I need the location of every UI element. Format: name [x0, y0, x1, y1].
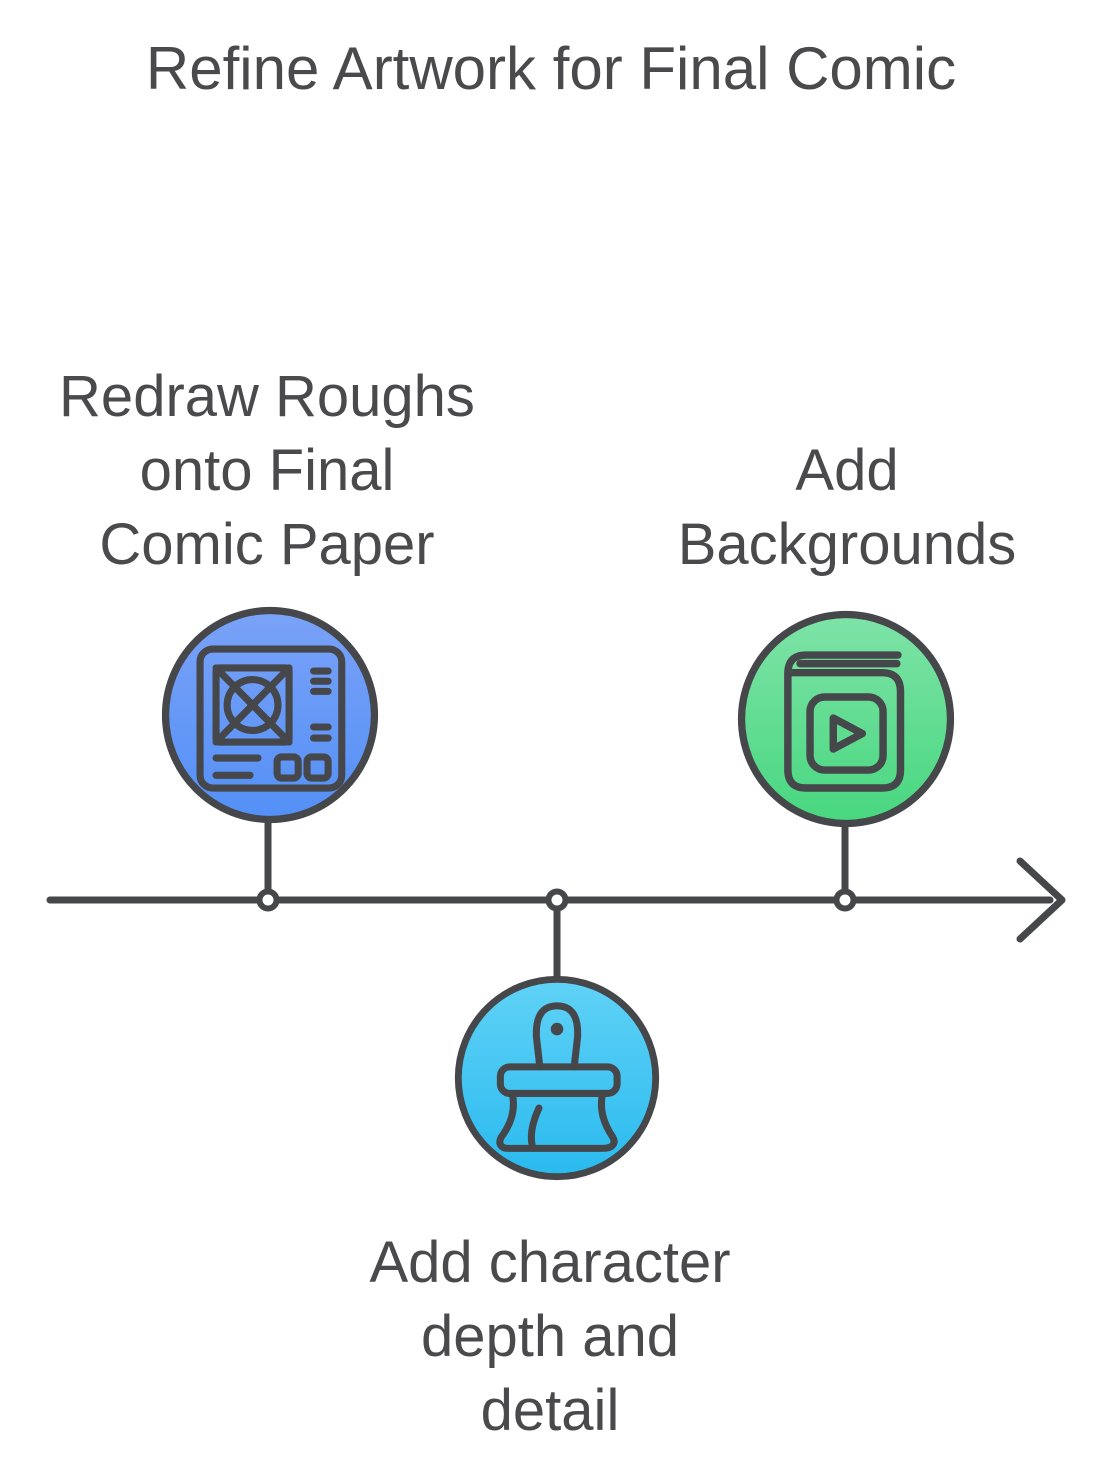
step2-label-line2: depth and: [420, 1304, 680, 1369]
step2-circle: [454, 975, 660, 1181]
step1-label-line1: Redraw Roughs: [59, 364, 475, 429]
step3-node: [833, 888, 857, 912]
step3-label-line2: Backgrounds: [677, 512, 1017, 577]
step3-circle: [737, 610, 955, 828]
book-video-icon: [784, 651, 905, 792]
step3-label: Add Backgrounds: [627, 434, 1067, 582]
step2-node: [545, 888, 569, 912]
paint-brush-icon: [496, 1002, 621, 1152]
step1-node: [256, 888, 280, 912]
comic-page-icon: [196, 645, 346, 792]
step2-label: Add character depth and detail: [310, 1226, 790, 1448]
step1-label-line3: Comic Paper: [99, 512, 435, 577]
step3-label-line1: Add: [795, 438, 899, 503]
arrow-right-icon: [1016, 857, 1066, 943]
step2-label-line1: Add character: [369, 1230, 731, 1295]
page-title: Refine Artwork for Final Comic: [145, 35, 957, 102]
step1-circle: [161, 606, 379, 824]
step2-label-line3: detail: [480, 1378, 620, 1443]
step1-label-line2: onto Final: [139, 438, 395, 503]
step1-label: Redraw Roughs onto Final Comic Paper: [27, 360, 507, 582]
